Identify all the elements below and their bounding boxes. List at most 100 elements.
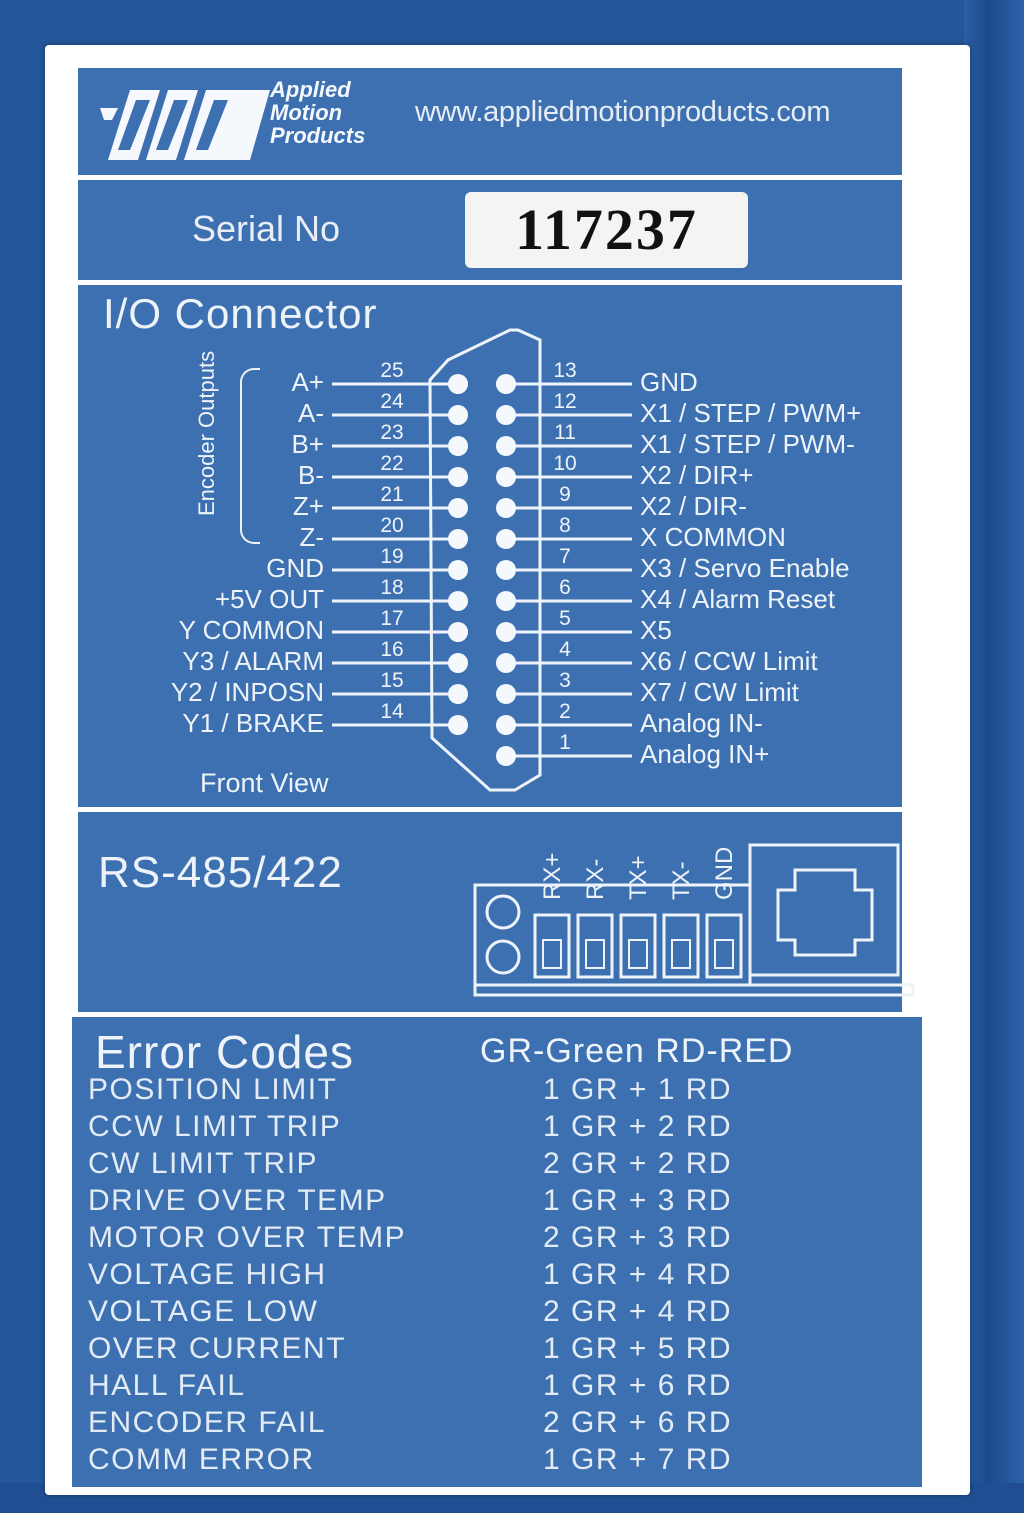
mount-hole-bottom xyxy=(485,939,521,975)
terminal-slot xyxy=(619,913,657,979)
db25-shell xyxy=(428,328,542,792)
terminal-screw xyxy=(671,939,691,969)
right-pin-label: Analog IN- xyxy=(640,708,763,738)
mount-hole-top xyxy=(485,894,521,930)
left-pin-label: Y3 / ALARM xyxy=(182,646,324,676)
right-pin-dot xyxy=(496,560,516,580)
right-pin-number: 9 xyxy=(559,483,571,506)
io-connector-title: I/O Connector xyxy=(103,290,378,337)
left-pin-dot xyxy=(448,529,468,549)
terminal-slot xyxy=(576,913,614,979)
error-name: CW LIMIT TRIP xyxy=(88,1147,319,1180)
left-pin-label: B+ xyxy=(291,429,324,459)
left-pin-dot xyxy=(448,436,468,456)
error-blink-code: 2 GR + 2 RD xyxy=(543,1147,733,1180)
error-code-row: VOLTAGE HIGH 1 GR + 4 RD xyxy=(88,1258,788,1294)
right-pin-number: 11 xyxy=(554,421,576,444)
error-code-row: CW LIMIT TRIP 2 GR + 2 RD xyxy=(88,1147,788,1183)
left-pin-label: Z- xyxy=(299,522,324,552)
left-pin-number: 25 xyxy=(380,359,404,382)
terminal-slot xyxy=(705,913,743,979)
error-blink-code: 1 GR + 4 RD xyxy=(543,1258,733,1291)
brand-name: Applied Motion Products xyxy=(270,78,365,147)
left-pin-label: Y2 / INPOSN xyxy=(170,677,324,707)
right-pin-number: 7 xyxy=(559,545,571,568)
right-pin-dot xyxy=(496,529,516,549)
brand-line-2: Motion xyxy=(270,100,343,125)
error-code-row: OVER CURRENT 1 GR + 5 RD xyxy=(88,1332,788,1368)
left-pin-dot xyxy=(448,560,468,580)
right-pin-number: 12 xyxy=(553,390,577,413)
error-name: OVER CURRENT xyxy=(88,1332,347,1365)
rj45-jack-frame xyxy=(748,843,900,977)
right-pin-dot xyxy=(496,653,516,673)
terminal-slot xyxy=(533,913,571,979)
left-pin-number: 14 xyxy=(380,700,404,723)
drive-housing-edge xyxy=(964,0,1024,1513)
left-pin-dot xyxy=(448,405,468,425)
brand-line-1: Applied xyxy=(270,77,351,102)
error-codes-title: Error Codes xyxy=(95,1026,354,1078)
terminal-label: GND xyxy=(711,846,738,900)
left-pin-dot xyxy=(448,498,468,518)
error-blink-code: 2 GR + 3 RD xyxy=(543,1221,733,1254)
left-pin-label: A+ xyxy=(291,367,324,397)
right-pin-number: 13 xyxy=(553,359,577,382)
website-url: www.appliedmotionproducts.com xyxy=(415,96,831,128)
terminal-label: RX+ xyxy=(539,852,566,900)
applied-motion-logo-icon xyxy=(100,90,270,160)
left-pin-number: 22 xyxy=(380,452,404,475)
rs485-title: RS-485/422 xyxy=(98,848,343,897)
right-pin-label: X5 xyxy=(640,615,672,645)
error-blink-code: 1 GR + 2 RD xyxy=(543,1110,733,1143)
left-pin-number: 19 xyxy=(380,545,404,568)
left-pin-number: 24 xyxy=(380,390,404,413)
right-pin-label: Analog IN+ xyxy=(640,739,770,769)
error-blink-code: 1 GR + 5 RD xyxy=(543,1332,733,1365)
right-pin-label: X4 / Alarm Reset xyxy=(640,584,836,614)
error-blink-code: 1 GR + 3 RD xyxy=(543,1184,733,1217)
left-pin-number: 18 xyxy=(380,576,404,599)
right-pin-dot xyxy=(496,715,516,735)
error-name: VOLTAGE HIGH xyxy=(88,1258,327,1291)
front-view-label: Front View xyxy=(200,768,329,798)
right-pin-label: X1 / STEP / PWM+ xyxy=(640,398,862,428)
terminal-label: TX+ xyxy=(625,855,652,900)
error-codes-section xyxy=(72,1017,922,1487)
left-pin-dot xyxy=(448,622,468,642)
error-name: POSITION LIMIT xyxy=(88,1073,338,1106)
error-name: VOLTAGE LOW xyxy=(88,1295,319,1328)
left-pin-number: 15 xyxy=(380,669,404,692)
terminal-screw xyxy=(628,939,648,969)
right-pin-label: X COMMON xyxy=(640,522,786,552)
left-pin-label: Y COMMON xyxy=(178,615,324,645)
right-pin-number: 4 xyxy=(559,638,571,661)
right-pin-dot xyxy=(496,436,516,456)
right-pin-dot xyxy=(496,591,516,611)
right-pin-number: 1 xyxy=(559,731,571,754)
right-pin-label: X1 / STEP / PWM- xyxy=(640,429,855,459)
error-legend: GR-Green RD-RED xyxy=(480,1032,794,1070)
left-pin-number: 23 xyxy=(380,421,404,444)
right-pin-number: 2 xyxy=(559,700,571,723)
right-pin-number: 6 xyxy=(559,576,571,599)
error-name: ENCODER FAIL xyxy=(88,1406,327,1439)
left-pin-label: Y1 / BRAKE xyxy=(182,708,324,738)
terminal-screw xyxy=(542,939,562,969)
right-pin-label: GND xyxy=(640,367,698,397)
io-connector-section xyxy=(78,285,902,807)
terminal-base xyxy=(473,983,915,997)
left-pin-label: Z+ xyxy=(292,491,324,521)
left-pin-dot xyxy=(448,467,468,487)
left-pin-label: A- xyxy=(298,398,324,428)
terminal-slot xyxy=(662,913,700,979)
